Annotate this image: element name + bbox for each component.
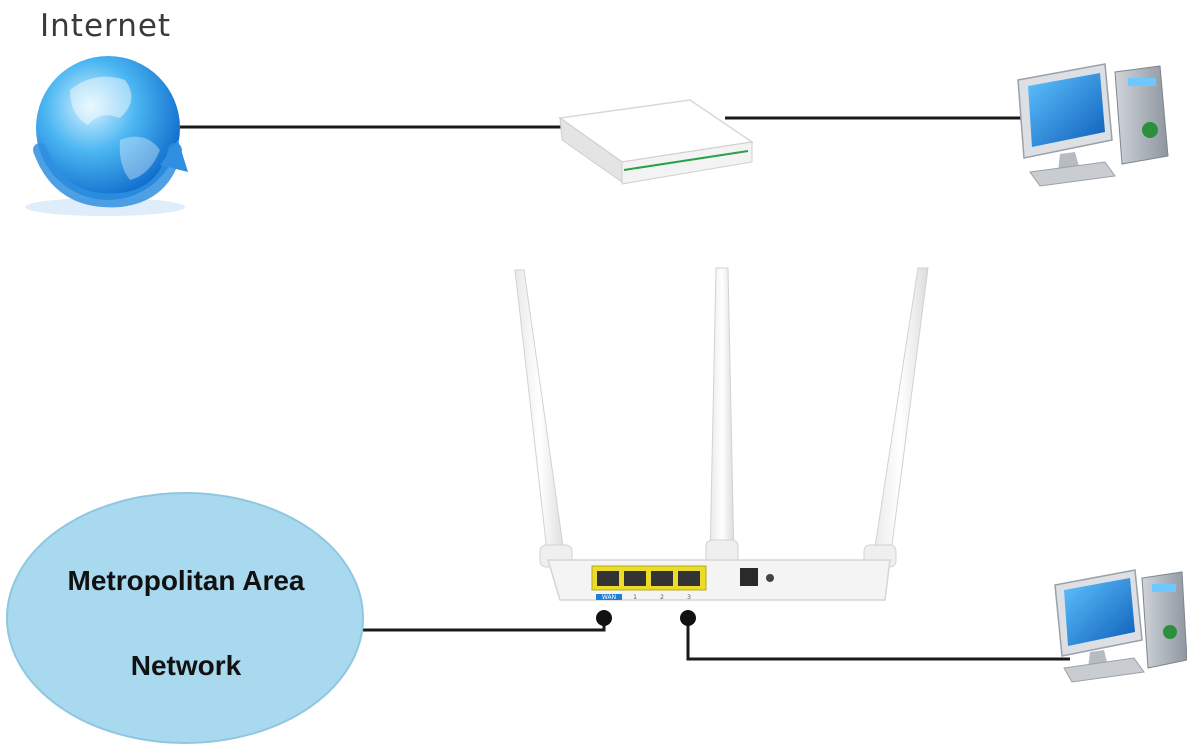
cable-lan-port-to-computer bbox=[680, 610, 1070, 661]
modem-icon bbox=[558, 99, 755, 185]
wifi-router-icon bbox=[514, 267, 929, 601]
router-port-label: 3 bbox=[687, 594, 691, 601]
metropolitan-area-network-ellipse bbox=[6, 492, 364, 744]
man-label-line2: Network bbox=[130, 650, 242, 681]
router-port-label: 1 bbox=[633, 594, 637, 601]
cable-man-to-wan-port bbox=[360, 610, 612, 632]
computer-icon bbox=[1017, 63, 1169, 187]
internet-label: Internet bbox=[40, 8, 172, 44]
globe-icon bbox=[25, 56, 188, 216]
computer-icon bbox=[1054, 569, 1187, 683]
router-port-label: 2 bbox=[660, 594, 664, 601]
man-label-line1: Metropolitan Area bbox=[67, 565, 305, 596]
router-port-label: WAN bbox=[602, 594, 616, 601]
